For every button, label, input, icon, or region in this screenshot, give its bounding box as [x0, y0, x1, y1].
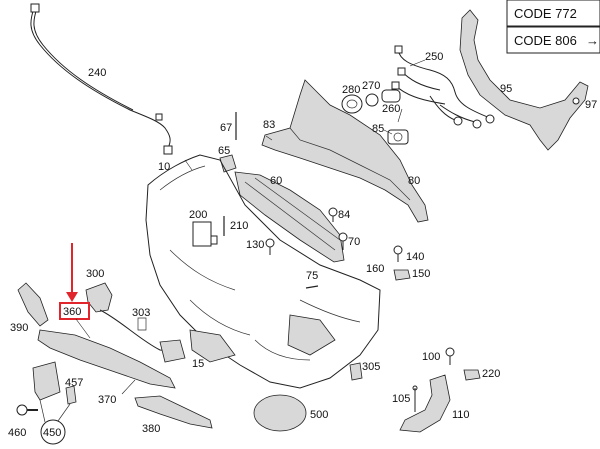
highlight-360 — [59, 243, 90, 320]
code-806: CODE 806 — [514, 33, 577, 48]
callout-lines — [75, 59, 426, 395]
label-95: 95 — [500, 83, 512, 95]
label-150: 150 — [412, 268, 430, 280]
label-370: 370 — [98, 394, 116, 406]
part-110-bracket — [399, 374, 451, 433]
part-60-grille — [234, 171, 345, 263]
part-10-bumper-cover — [145, 154, 381, 389]
label-10: 10 — [158, 161, 170, 173]
label-200: 200 — [189, 209, 207, 221]
label-97: 97 — [585, 99, 597, 111]
label-240: 240 — [88, 67, 106, 79]
label-220: 220 — [482, 368, 500, 380]
label-80: 80 — [408, 175, 420, 187]
label-67: 67 — [220, 122, 232, 134]
code-legend: CODE 772 CODE 806 → — [506, 0, 600, 54]
part-95-bracket — [459, 9, 589, 151]
label-140: 140 — [406, 251, 424, 263]
label-280: 280 — [342, 84, 360, 96]
label-250: 250 — [425, 51, 443, 63]
label-84: 84 — [338, 209, 350, 221]
label-70: 70 — [348, 236, 360, 248]
label-85: 85 — [372, 123, 384, 135]
label-75: 75 — [306, 270, 318, 282]
part-300-side-bracket — [85, 282, 186, 363]
label-210: 210 — [230, 220, 248, 232]
code-772: CODE 772 — [514, 6, 577, 21]
label-100: 100 — [422, 351, 440, 363]
label-60: 60 — [270, 175, 282, 187]
part-250-harness — [391, 45, 495, 129]
part-200-module — [192, 216, 225, 247]
fasteners — [265, 207, 481, 412]
label-15: 15 — [192, 358, 204, 370]
part-80-upper-bracket — [261, 79, 429, 223]
label-130: 130 — [246, 239, 264, 251]
label-270: 270 — [362, 80, 380, 92]
label-460: 460 — [8, 427, 26, 439]
part-500-grille — [253, 394, 307, 432]
sensors-group — [341, 89, 409, 145]
label-457: 457 — [65, 377, 83, 389]
label-260: 260 — [382, 103, 400, 115]
part-370-lower-spoiler — [37, 329, 176, 389]
label-305: 305 — [362, 361, 380, 373]
label-160: 160 — [366, 263, 384, 275]
part-240-cable — [30, 3, 173, 155]
code-806-arrow: → — [586, 33, 599, 48]
label-500: 500 — [310, 409, 328, 421]
label-390: 390 — [10, 322, 28, 334]
part-390 — [17, 282, 49, 327]
label-105: 105 — [392, 393, 410, 405]
label-303: 303 — [132, 307, 150, 319]
label-65: 65 — [218, 145, 230, 157]
label-110: 110 — [452, 409, 470, 421]
label-360: 360 — [63, 306, 81, 318]
label-450: 450 — [43, 427, 61, 439]
part-380-trim — [134, 395, 213, 429]
label-300: 300 — [86, 268, 104, 280]
part-65-67-clips — [219, 112, 237, 173]
label-380: 380 — [142, 423, 160, 435]
part-labels: 240 250 95 97 280 270 260 85 83 67 65 10… — [8, 51, 597, 439]
label-83: 83 — [263, 119, 275, 131]
part-450-plate-holder — [16, 361, 77, 445]
